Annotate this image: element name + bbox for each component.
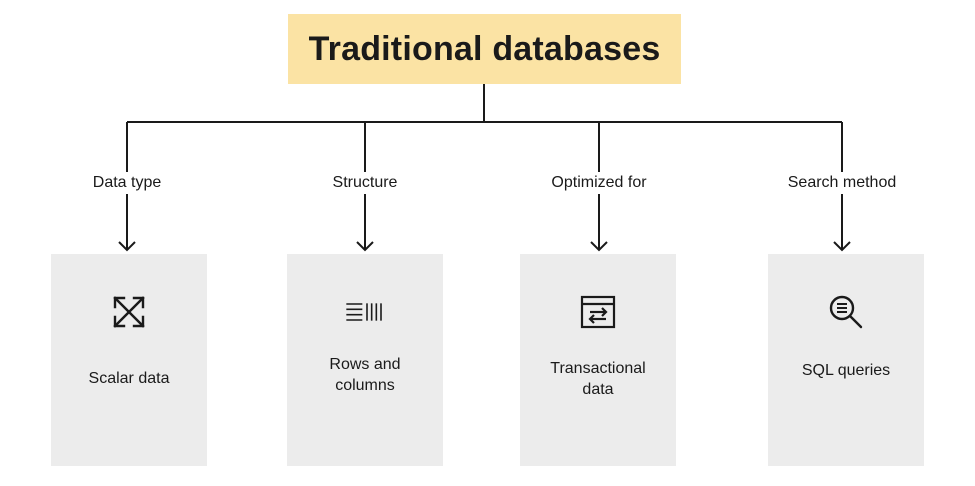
diagram-title: Traditional databases [308,29,661,68]
card-text: Scalar data [88,370,170,387]
card-transactional-data: Transactional data [520,254,676,466]
card-sql-queries: SQL queries [768,254,924,466]
expand-arrows-icon [109,292,149,332]
card-text: SQL queries [801,362,891,379]
branch-label-search-method: Search method [783,172,901,194]
card-rows-and-columns: Rows and columns [287,254,443,466]
title-box: Traditional databases [288,14,681,84]
transaction-window-icon [578,292,618,332]
branch-label-structure: Structure [328,172,402,194]
branch-label-data-type: Data type [88,172,166,194]
card-scalar-data: Scalar data [51,254,207,466]
card-text: Transactional data [550,360,646,398]
card-text: Rows and columns [329,356,401,394]
search-magnifier-icon [826,292,866,332]
rows-columns-icon [345,292,385,332]
branch-label-optimized-for: Optimized for [547,172,651,194]
